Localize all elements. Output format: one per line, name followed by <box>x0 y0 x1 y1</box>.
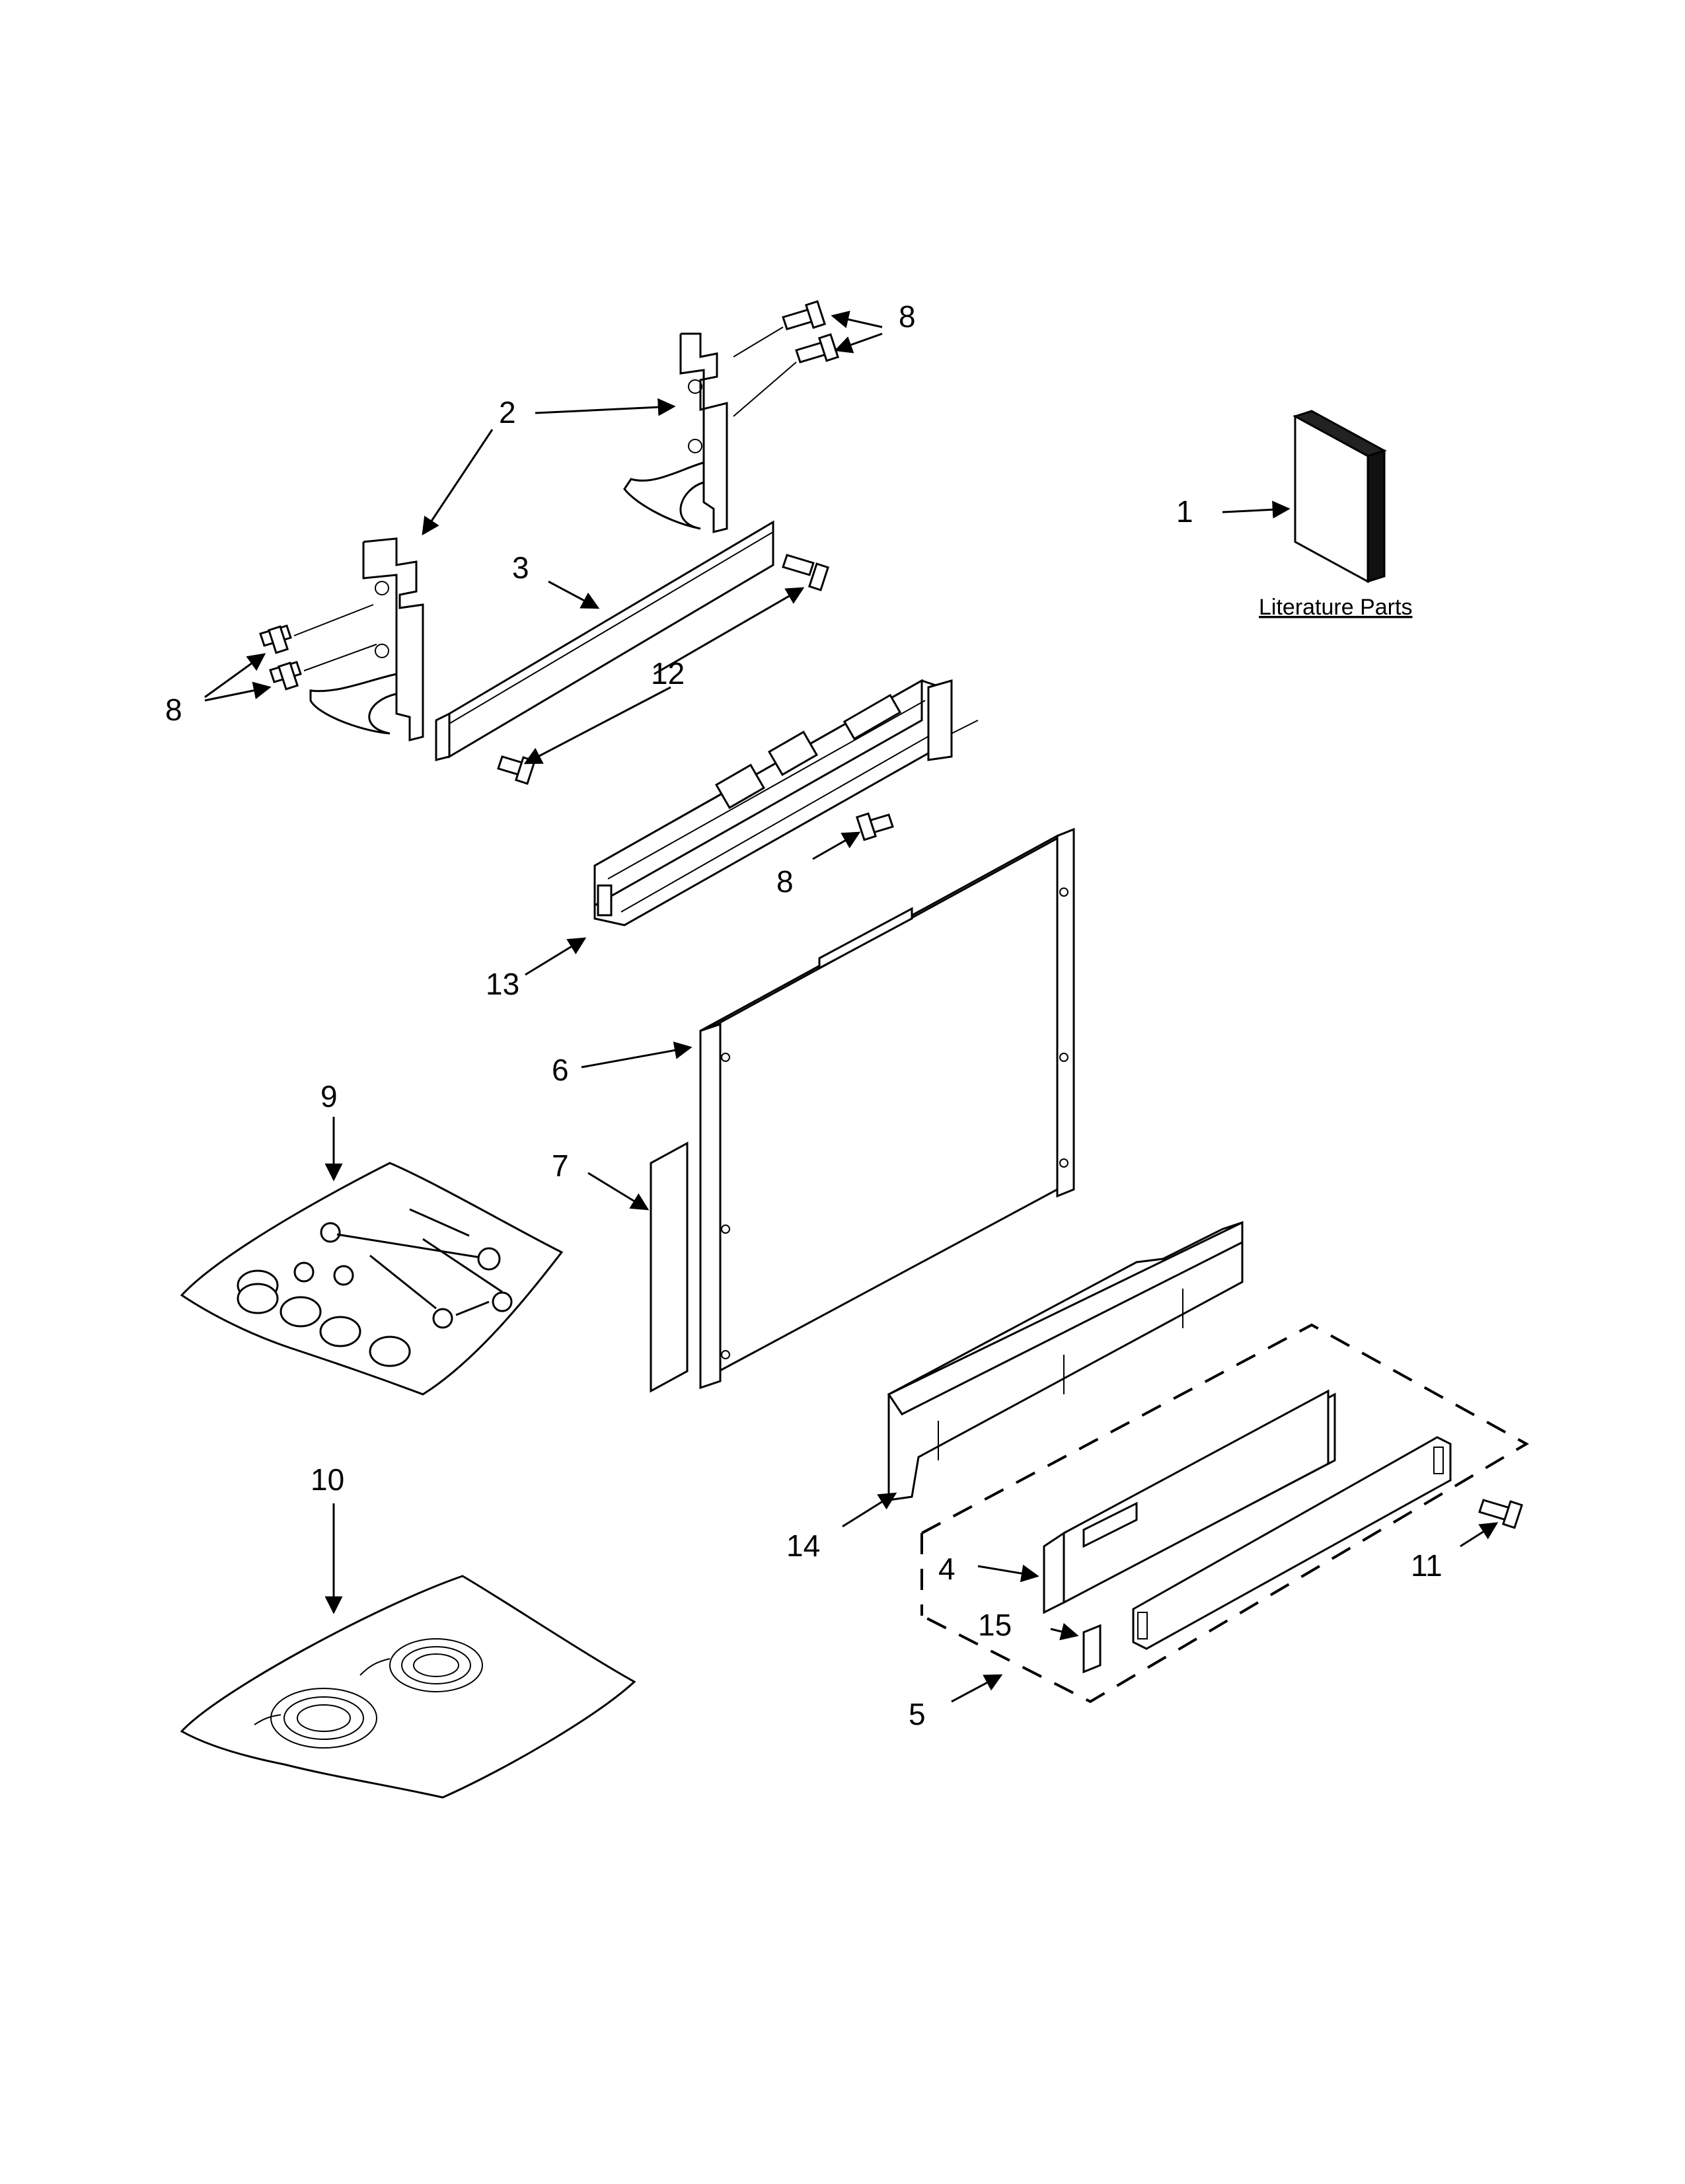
callout-9: 9 <box>320 1079 338 1113</box>
callout-15: 15 <box>978 1608 1012 1642</box>
leveling-pad-bag <box>180 1575 636 1799</box>
callout-8-mid: 8 <box>776 864 794 899</box>
callout-10: 10 <box>311 1462 344 1497</box>
hardware-bag <box>180 1162 564 1396</box>
insulation-sheet <box>650 1141 689 1393</box>
toe-kick-strip <box>1132 1436 1452 1650</box>
toe-panel-clip <box>1082 1624 1102 1674</box>
screw-icon <box>733 333 840 417</box>
mounting-bracket-right <box>623 332 728 533</box>
callout-12: 12 <box>651 656 685 691</box>
callout-5: 5 <box>909 1697 926 1731</box>
literature-booklet <box>1292 410 1387 584</box>
console-latch-assembly <box>593 679 979 926</box>
door-panel <box>699 827 1075 1390</box>
callout-3: 3 <box>512 550 529 585</box>
callout-7: 7 <box>552 1148 569 1183</box>
callout-8-top: 8 <box>899 299 916 334</box>
toe-kick-group-outline <box>920 1323 1530 1704</box>
callout-11: 11 <box>1411 1548 1442 1583</box>
callout-8-left: 8 <box>165 693 182 727</box>
callout-13: 13 <box>486 967 519 1001</box>
callout-2: 2 <box>499 395 516 430</box>
screw-icon <box>733 300 827 358</box>
callout-4: 4 <box>938 1552 955 1586</box>
toe-panel-bracket <box>887 1221 1244 1501</box>
literature-parts-label: Literature Parts <box>1259 595 1412 620</box>
mounting-bracket-left <box>309 537 424 741</box>
callout-6: 6 <box>552 1053 569 1087</box>
callout-1: 1 <box>1176 494 1193 529</box>
callout-14: 14 <box>786 1528 820 1563</box>
screw-icon <box>259 604 374 654</box>
screw-icon <box>855 812 894 841</box>
screw-icon <box>1478 1499 1524 1529</box>
brace-rail <box>435 520 774 761</box>
screw-icon <box>782 554 830 591</box>
screw-icon <box>269 644 377 691</box>
toe-panel <box>1043 1389 1336 1614</box>
